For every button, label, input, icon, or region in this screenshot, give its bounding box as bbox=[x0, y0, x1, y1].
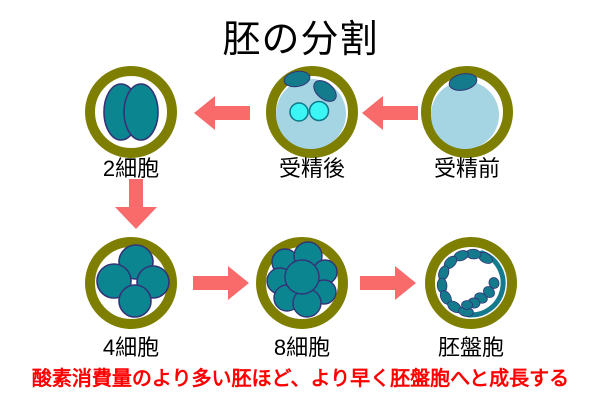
arrow-down-icon bbox=[115, 179, 157, 229]
arrow-left-icon bbox=[194, 96, 250, 130]
arrow-right-icon bbox=[193, 266, 249, 300]
label-two-cell: 2細胞 bbox=[102, 156, 160, 181]
label-pre-fertilization: 受精前 bbox=[433, 156, 500, 181]
label-post-fertilization: 受精後 bbox=[278, 156, 345, 181]
arrow-left-icon bbox=[362, 96, 418, 130]
page-title: 胚の分割 bbox=[222, 19, 379, 61]
two-cell-embryo-illustration bbox=[85, 66, 177, 158]
arrow-right-icon bbox=[360, 266, 416, 300]
unfertilized-egg-illustration bbox=[421, 66, 513, 158]
label-four-cell: 4細胞 bbox=[102, 335, 160, 360]
label-blastocyst: 胚盤胞 bbox=[437, 335, 504, 360]
caption: 酸素消費量のより多い胚ほど、より早く胚盤胞へと成長する bbox=[31, 368, 570, 390]
label-eight-cell: 8細胞 bbox=[273, 335, 331, 360]
blastocyst-illustration bbox=[425, 237, 517, 329]
fertilized-egg-illustration bbox=[266, 66, 358, 158]
four-cell-embryo-illustration bbox=[85, 237, 177, 329]
eight-cell-embryo-illustration bbox=[256, 237, 348, 329]
